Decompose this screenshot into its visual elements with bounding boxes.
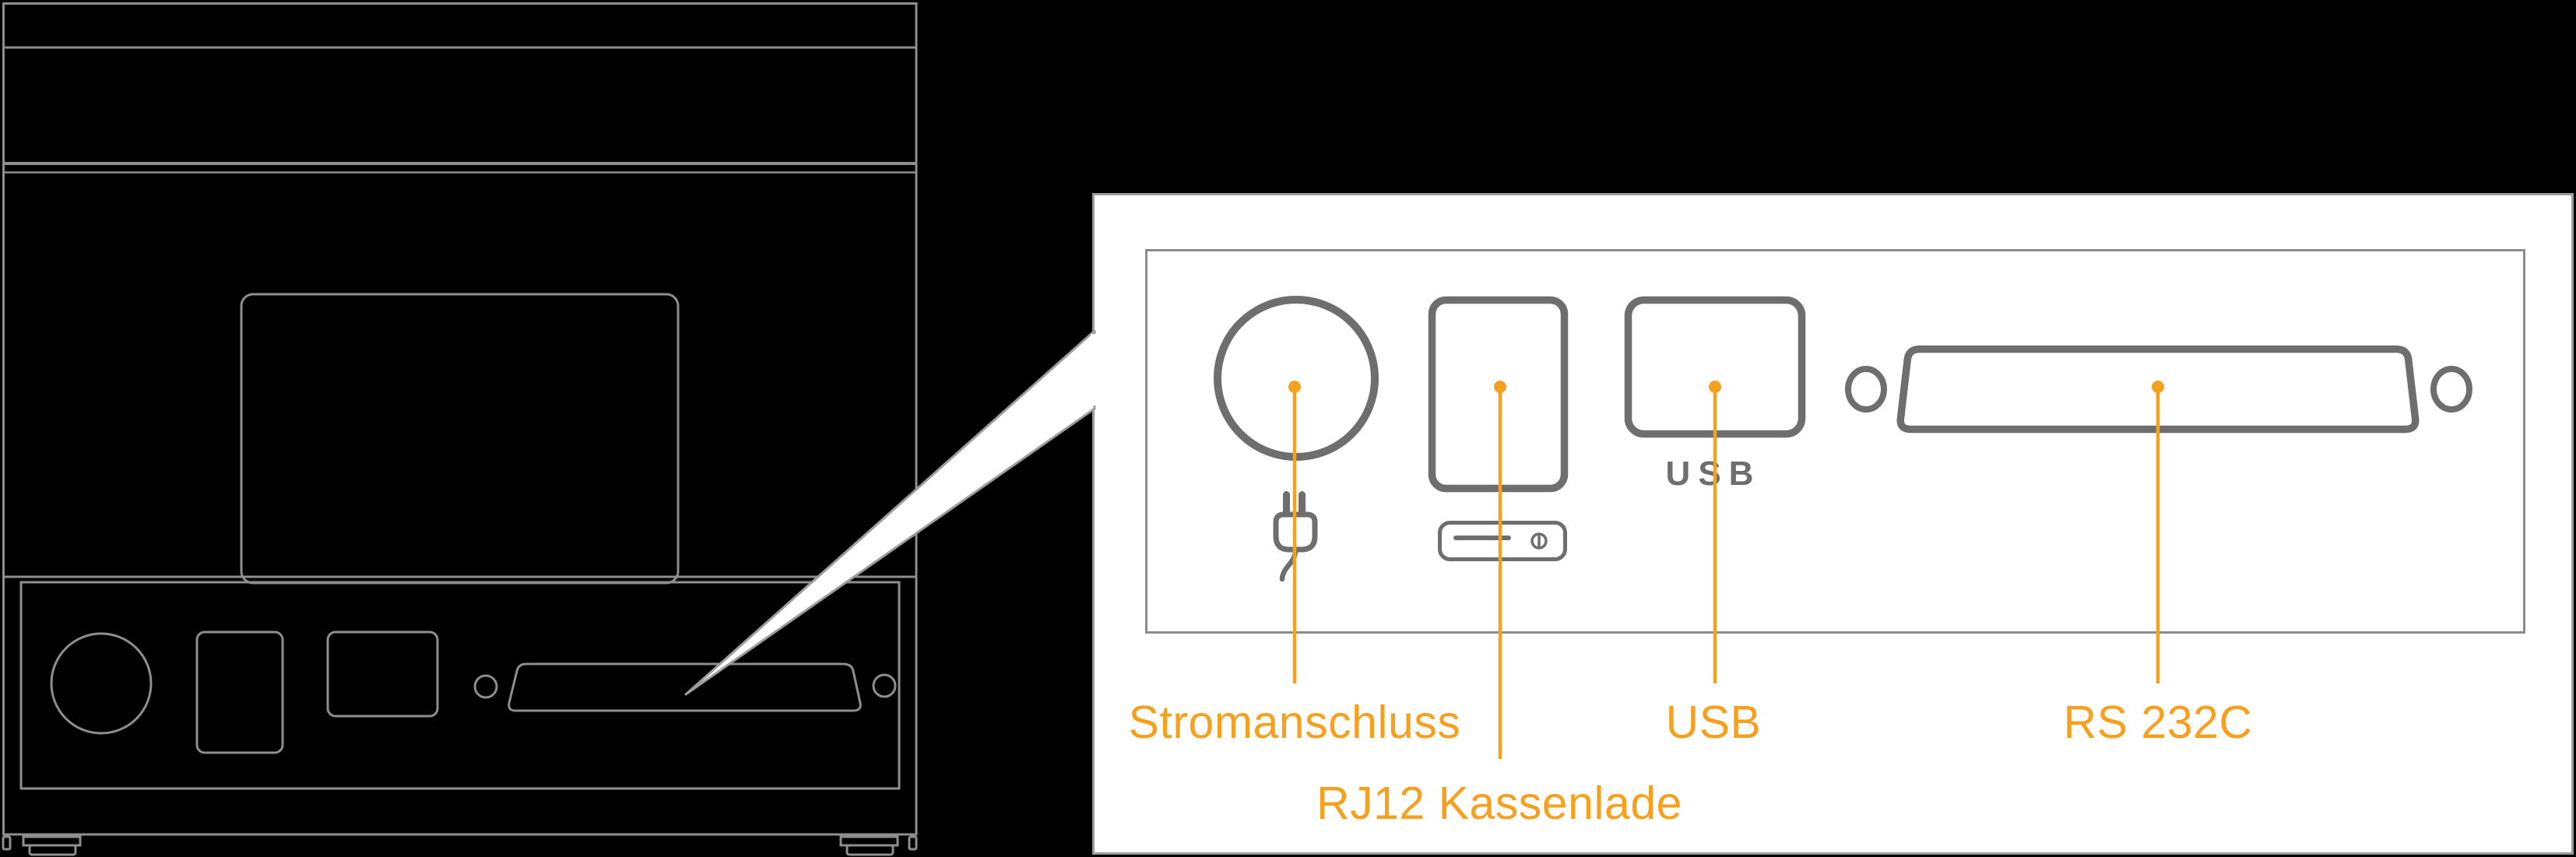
rs232-screw-left — [1845, 366, 1887, 413]
rj12-port-outline — [1428, 296, 1569, 493]
plug-prong-left — [1283, 491, 1290, 517]
printer-rs232-screw-right — [872, 673, 897, 698]
label-usb: USB — [1665, 697, 1762, 748]
printer-rear-view — [2, 2, 918, 856]
printer-body-outline — [2, 2, 918, 836]
printer-rs232-screw-left — [473, 674, 498, 699]
printer-foot-left-top — [22, 835, 82, 847]
usb-port-caption: USB — [1666, 455, 1762, 493]
rj12-port — [1428, 296, 1569, 493]
printer-rj12-port — [195, 630, 284, 754]
power-plug-icon — [1273, 491, 1318, 582]
label-power: Stromanschluss — [1128, 697, 1461, 748]
rs232-port — [1845, 345, 2472, 434]
rs232-body — [1896, 345, 2420, 434]
printer-foot-stub-left — [2, 835, 12, 851]
leader-dot-rj12 — [1494, 381, 1506, 393]
leader-dot-power — [1288, 381, 1301, 393]
usb-port: USB — [1624, 296, 1806, 493]
printer-foot-right-bottom — [845, 844, 894, 856]
printer-usb-port — [326, 630, 439, 718]
plug-prong-right — [1299, 491, 1306, 517]
leader-dot-usb — [1709, 381, 1721, 393]
printer-connector-recess — [19, 581, 901, 790]
switch-outline — [1438, 521, 1567, 561]
label-rj12: RJ12 Kassenlade — [1316, 778, 1682, 829]
power-switch-icon — [1438, 521, 1567, 561]
printer-display-window — [240, 293, 680, 585]
rs232-screw-right — [2430, 366, 2472, 413]
callout-wedge — [684, 329, 1096, 696]
printer-foot-right-top — [839, 835, 899, 847]
switch-bar — [1453, 536, 1511, 540]
printer-foot-stub-right — [908, 835, 918, 851]
leader-dot-rs232 — [2152, 381, 2164, 393]
printer-rs232-port — [508, 662, 862, 712]
printer-feet — [2, 835, 918, 856]
printer-power-inlet — [50, 632, 153, 735]
callout-wedge-joint-patch — [1091, 334, 1101, 406]
connector-panel-zoom: USB — [684, 193, 2574, 855]
label-rs232: RS 232C — [2063, 697, 2253, 748]
plug-body — [1273, 511, 1318, 553]
connector-plate-outline — [1145, 249, 2525, 634]
printer-foot-left-bottom — [28, 844, 77, 856]
leader-lines — [1288, 381, 2164, 759]
